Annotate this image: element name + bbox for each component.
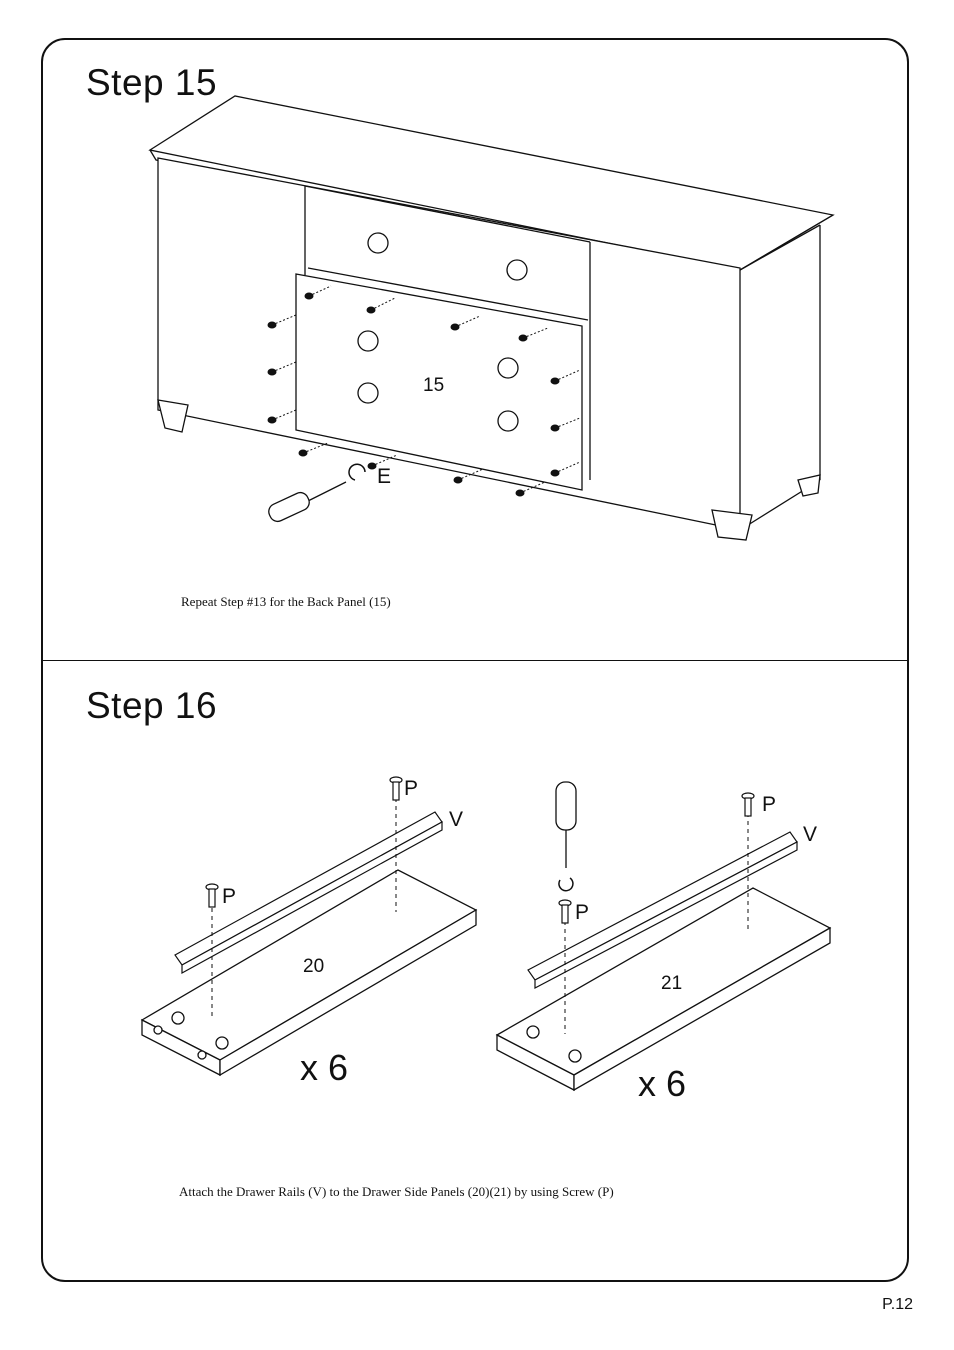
step-15-illustration: 15 E xyxy=(148,95,835,541)
step-15-caption: Repeat Step #13 for the Back Panel (15) xyxy=(181,594,391,609)
panel-15-label: 15 xyxy=(423,375,444,396)
page-number: P.12 xyxy=(882,1296,913,1313)
screwdriver-icon xyxy=(268,481,347,523)
hardware-e-label: E xyxy=(377,465,391,488)
rotate-arrow-icon xyxy=(348,463,366,481)
step-16-caption: Attach the Drawer Rails (V) to the Drawe… xyxy=(179,1184,614,1199)
step-15-title: Step 15 xyxy=(86,62,218,103)
step-divider xyxy=(41,660,909,661)
step-16-title: Step 16 xyxy=(86,685,218,726)
